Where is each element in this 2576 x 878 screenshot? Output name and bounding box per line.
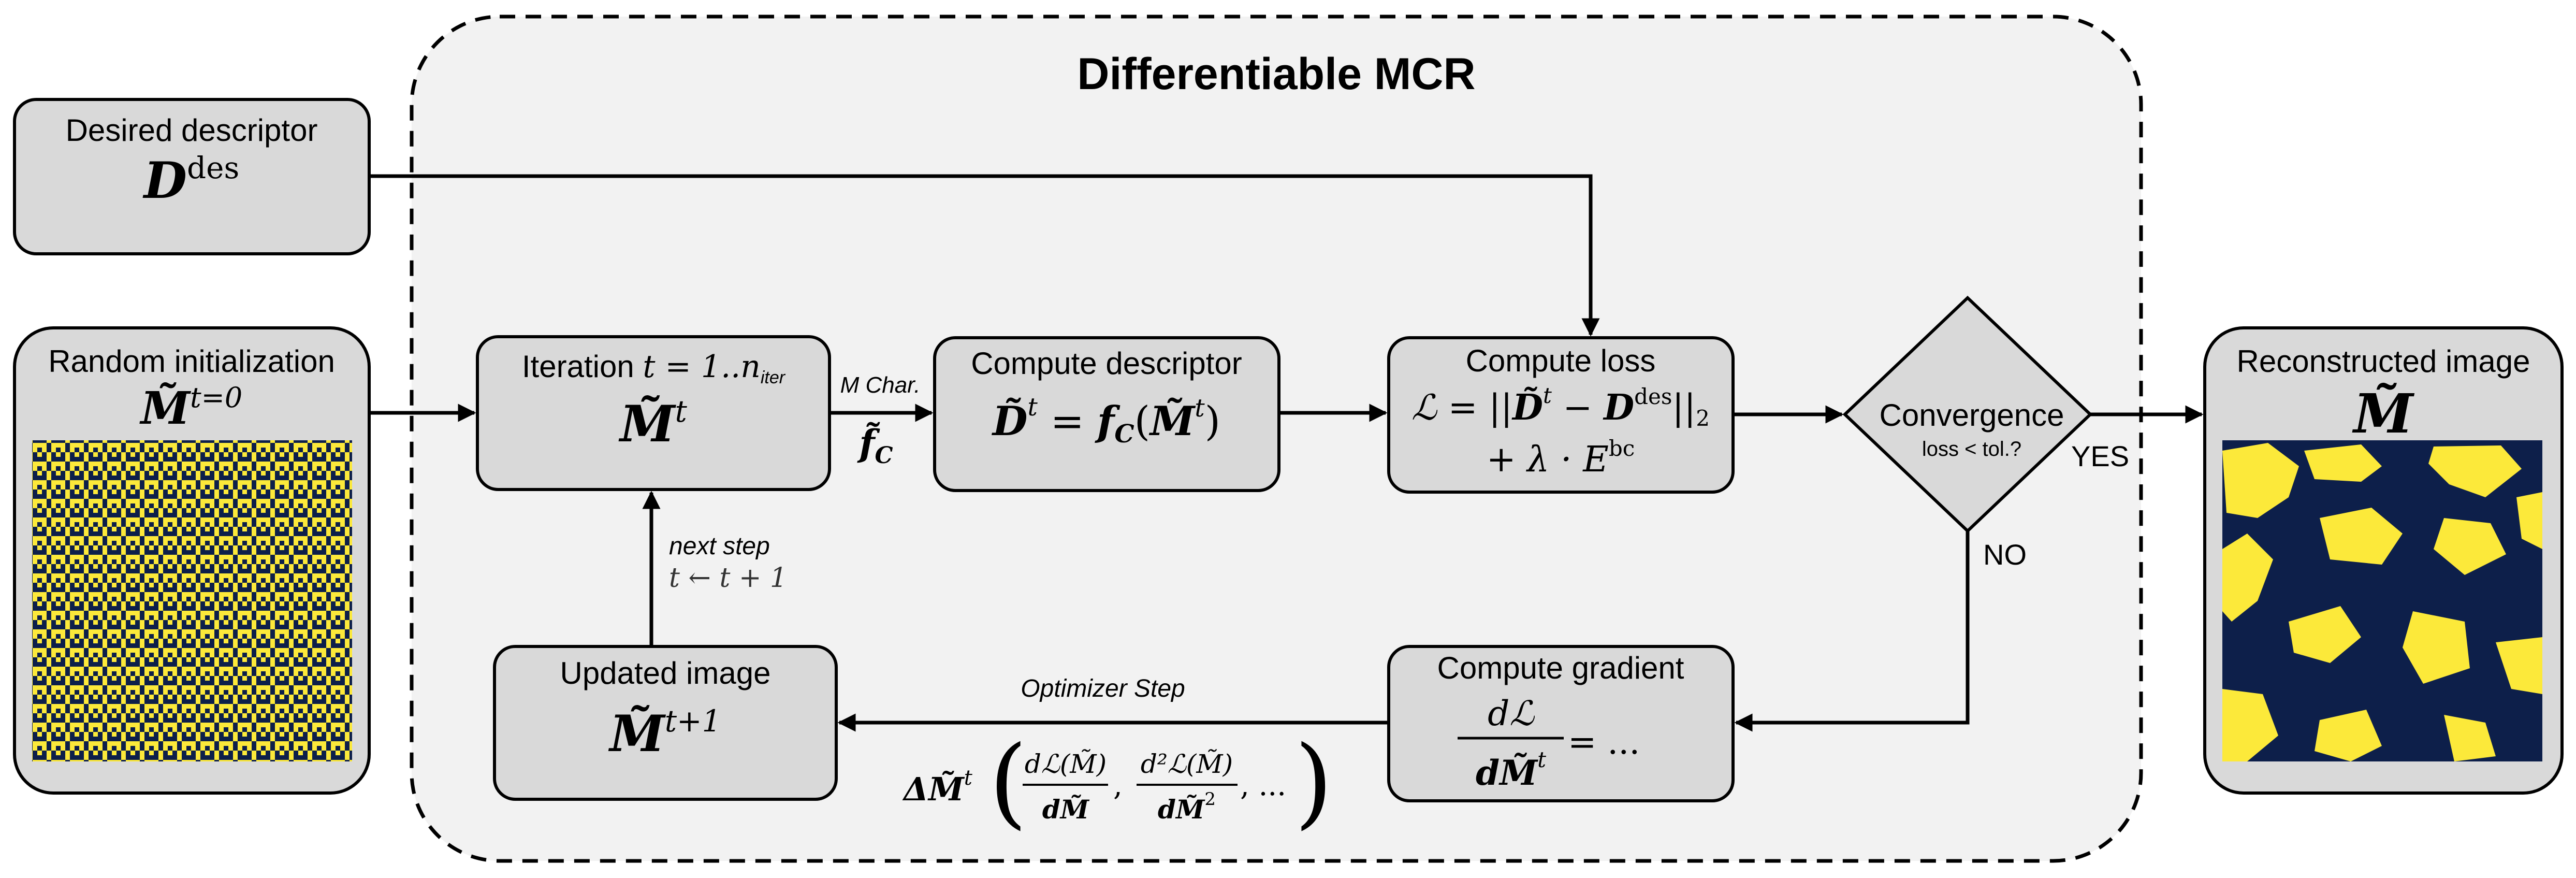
- optimizer-step-formula: ΔM̃t ( dℒ(M̃) dM̃ , d²ℒ(M̃) dM̃2 , ... ): [902, 725, 1333, 839]
- updated-image-box: Updated image M̃t+1: [493, 645, 838, 801]
- compute-loss-line2: + λ · Ebc: [1487, 436, 1635, 480]
- compute-gradient-tail: = ...: [1568, 722, 1640, 762]
- compute-gradient-numerator: dℒ: [1488, 694, 1535, 733]
- convergence-decision: Convergence loss < tol.?: [1842, 295, 2093, 534]
- compute-gradient-box: Compute gradient dℒ dM̃t = ...: [1387, 645, 1735, 802]
- compute-descriptor-label: Compute descriptor: [971, 346, 1242, 381]
- region-title: Differentiable MCR: [1077, 49, 1475, 99]
- optimizer-delta: ΔM̃t: [902, 766, 973, 808]
- compute-descriptor-box: Compute descriptor D̃t = fC(M̃t): [933, 336, 1280, 492]
- random-initialization-math: M̃t=0: [139, 381, 243, 435]
- random-microstructure-image: [32, 440, 352, 761]
- next-step-math: t ← t + 1: [669, 563, 787, 594]
- optimizer-close-paren: ): [1294, 725, 1333, 839]
- convergence-sub: loss < tol.?: [1922, 438, 2021, 460]
- optimizer-step-label: Optimizer Step: [1021, 675, 1185, 702]
- updated-image-math: M̃t+1: [608, 703, 721, 763]
- optimizer-open-paren: (: [989, 725, 1027, 839]
- yes-label: YES: [2071, 440, 2129, 472]
- optimizer-den2: dM̃2: [1158, 789, 1216, 825]
- desired-descriptor-math: Ddes: [142, 150, 239, 210]
- compute-gradient-denominator: dM̃t: [1476, 747, 1546, 793]
- reconstructed-image-label: Reconstructed image: [2237, 344, 2530, 379]
- connectors: [369, 174, 2204, 732]
- compute-descriptor-math: D̃t = fC(M̃t): [992, 393, 1220, 449]
- compute-loss-line1: ℒ = ||D̃t − Ddes||2: [1411, 383, 1710, 431]
- reconstructed-image-box: Reconstructed image M̃: [2203, 326, 2564, 795]
- updated-image-label: Updated image: [560, 656, 771, 690]
- reconstructed-microstructure-image: [2222, 440, 2542, 761]
- compute-loss-label: Compute loss: [1466, 343, 1656, 378]
- desired-descriptor-label: Desired descriptor: [66, 113, 318, 148]
- optimizer-tail: , ...: [1240, 769, 1286, 802]
- compute-gradient-label: Compute gradient: [1437, 651, 1684, 685]
- iteration-math: M̃t: [618, 394, 687, 453]
- no-label: NO: [1983, 538, 2027, 571]
- convergence-to-gradient-arrow: [1734, 531, 1970, 732]
- random-initialization-label: Random initialization: [48, 344, 335, 379]
- mchar-label: M Char.: [840, 372, 921, 398]
- desired-to-loss-arrow: [369, 174, 1600, 337]
- optimizer-num2: d²ℒ(M̃): [1141, 749, 1233, 779]
- reconstructed-image-math: M̃: [2352, 382, 2414, 445]
- iteration-box: Iteration t = 1..niter M̃t: [476, 335, 831, 491]
- optimizer-sep: ,: [1113, 769, 1123, 802]
- next-step-label: next step: [669, 532, 770, 560]
- random-initialization-box: Random initialization M̃t=0: [13, 326, 371, 795]
- desired-descriptor-box: Desired descriptor Ddes: [13, 98, 371, 255]
- iteration-label: Iteration t = 1..niter: [522, 349, 786, 387]
- optimizer-den1: dM̃: [1042, 794, 1090, 825]
- convergence-label: Convergence: [1880, 398, 2064, 433]
- optimizer-num1: dℒ(M̃): [1025, 749, 1107, 779]
- compute-loss-box: Compute loss ℒ = ||D̃t − Ddes||2 + λ · E…: [1387, 336, 1735, 494]
